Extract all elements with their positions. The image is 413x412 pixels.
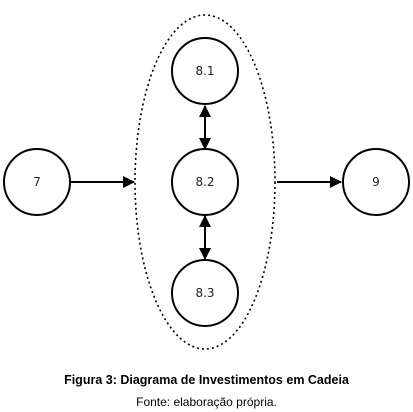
node-8-3: 8.3 — [171, 259, 239, 327]
node-7: 7 — [3, 148, 71, 216]
node-9: 9 — [342, 148, 410, 216]
figure-caption-title: Figura 3: Diagrama de Investimentos em C… — [64, 373, 349, 387]
chain-investment-diagram: 7 8.1 8.2 8.3 9 — [3, 14, 410, 350]
group-ellipse-8 — [134, 14, 276, 350]
node-8-3-label: 8.3 — [195, 286, 214, 300]
node-8-2: 8.2 — [171, 148, 239, 216]
node-8-1: 8.1 — [171, 37, 239, 105]
node-7-label: 7 — [33, 175, 41, 189]
node-9-label: 9 — [372, 175, 380, 189]
node-8-1-label: 8.1 — [195, 64, 214, 78]
node-8-2-label: 8.2 — [195, 175, 214, 189]
figure-caption-source: Fonte: elaboração própria. — [136, 395, 277, 409]
